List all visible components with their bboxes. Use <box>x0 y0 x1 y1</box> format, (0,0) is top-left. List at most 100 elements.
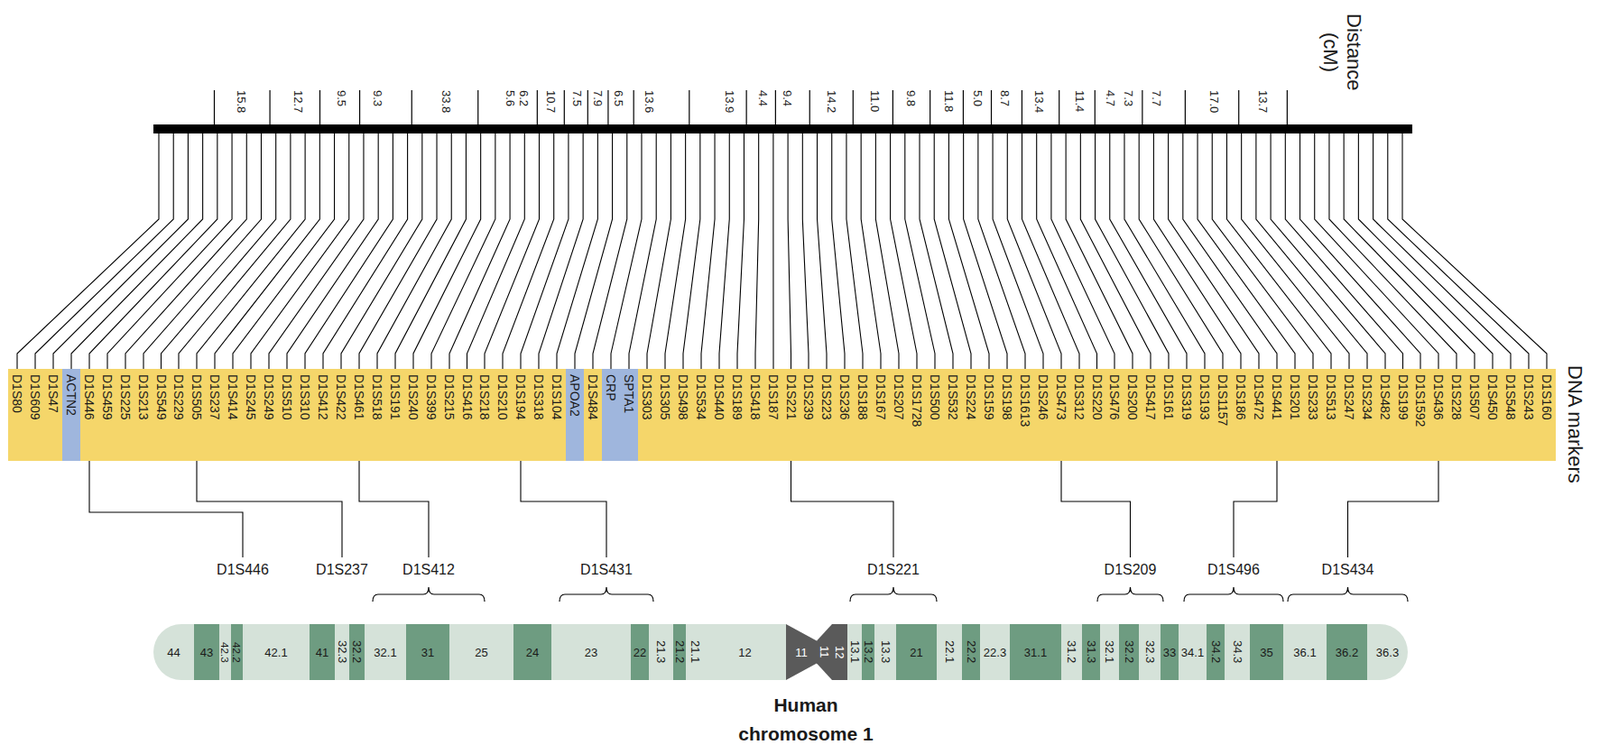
marker-name: D1S198 <box>1000 374 1014 421</box>
chromosome-band: 34.1 <box>1178 624 1207 681</box>
dna-marker: D1S80 <box>8 369 27 462</box>
band-number: 42.1 <box>264 647 287 659</box>
dna-marker: D1S461 <box>350 369 369 462</box>
marker-name: D1S200 <box>1126 374 1139 421</box>
map-leader-line <box>1183 133 1277 370</box>
dna-marker: D1S246 <box>1034 369 1053 462</box>
map-leader-line <box>377 133 452 370</box>
map-leader-line <box>1124 133 1205 370</box>
band-number: 11 <box>818 646 831 659</box>
marker-name: D1S505 <box>190 374 204 421</box>
region-bracket <box>1183 587 1284 602</box>
marker-name: D1S229 <box>172 374 185 421</box>
dna-marker: D1S193 <box>1195 369 1214 462</box>
interval-tick <box>213 90 215 125</box>
distance-value: 5.6 <box>504 90 517 107</box>
dna-marker: D1S245 <box>241 369 260 462</box>
chromosome-band: 35 <box>1249 624 1284 681</box>
dna-marker: ACTN2 <box>62 369 81 462</box>
distance-value: 13.6 <box>643 90 656 113</box>
chromosome-band: 23 <box>551 624 631 681</box>
marker-name: D1S224 <box>964 374 978 421</box>
marker-name: D1S548 <box>1504 374 1517 421</box>
distance-value: 11.8 <box>943 90 955 112</box>
dna-marker: D1S418 <box>746 369 765 462</box>
marker-name: D1S247 <box>1342 374 1356 421</box>
marker-name: D1S239 <box>802 374 815 421</box>
map-leader-line <box>1256 133 1368 370</box>
band-number: 21.3 <box>655 640 667 664</box>
distance-value: 33.8 <box>440 90 453 113</box>
map-leader-line <box>919 133 953 370</box>
marker-name: D1S47 <box>46 374 60 414</box>
distance-value: 7.7 <box>1150 90 1163 107</box>
dna-marker: D1S199 <box>1394 369 1412 462</box>
interval-tick <box>1058 90 1060 125</box>
dna-marker: D1S104 <box>547 369 566 462</box>
marker-name: D1S318 <box>532 374 546 421</box>
dna-marker: D1S450 <box>1483 369 1502 462</box>
map-leader-line <box>934 133 972 370</box>
dna-marker: D1S312 <box>1070 369 1089 462</box>
distance-value: 9.5 <box>335 90 348 107</box>
map-leader-line <box>665 133 686 370</box>
dna-marker: D1S532 <box>943 369 962 462</box>
chromosome-band: 13.2 <box>861 624 875 681</box>
chromosome-band: 22.2 <box>961 624 981 681</box>
band-number: 12 <box>738 647 751 659</box>
distance-value: 11.0 <box>869 90 881 112</box>
dna-marker: D1S399 <box>422 369 441 462</box>
band-leader-line <box>196 461 343 558</box>
chromosome-band: 21.1 <box>685 624 704 681</box>
chromosome-band: 13.1 <box>847 624 862 681</box>
map-leader-line <box>1358 133 1493 370</box>
dna-marker: D1S534 <box>692 369 711 462</box>
dna-marker: D1S609 <box>26 369 45 462</box>
interval-tick <box>1094 90 1096 125</box>
map-leader-line <box>431 133 496 370</box>
marker-name: D1S473 <box>1054 374 1068 421</box>
distance-value: 9.3 <box>371 90 384 107</box>
dna-marker: D1S417 <box>1141 369 1160 462</box>
distance-value: 10.7 <box>545 90 557 113</box>
marker-name: D1S186 <box>1234 374 1248 421</box>
chromosome-band: 21 <box>896 624 937 681</box>
map-leader-line <box>178 133 291 370</box>
chromosome-band: 13.3 <box>874 624 897 681</box>
map-leader-line <box>574 133 613 370</box>
marker-name: D1S233 <box>1306 374 1320 421</box>
marker-name: D1S201 <box>1288 374 1302 421</box>
dna-marker: D1S221 <box>782 369 800 462</box>
map-leader-line <box>890 133 917 370</box>
band-number: 44 <box>166 647 180 659</box>
dna-marker: D1S191 <box>386 369 405 462</box>
dna-marker: D1S213 <box>134 369 153 462</box>
dna-marker: D1S249 <box>259 369 278 462</box>
dna-marker: D1S422 <box>332 369 351 462</box>
band-leader-line <box>1061 461 1131 558</box>
marker-name: D1S513 <box>1324 374 1338 421</box>
marker-name: D1S240 <box>406 374 420 421</box>
map-leader-line <box>1095 133 1169 370</box>
dna-marker: D1S47 <box>44 369 63 462</box>
band-number: 22.1 <box>943 640 956 664</box>
map-leader-line <box>323 133 408 370</box>
dna-marker: D1S482 <box>1376 369 1395 462</box>
band-number: 36.3 <box>1376 647 1399 659</box>
interval-tick <box>929 90 931 125</box>
dna-marker: CRP <box>601 369 620 462</box>
dna-marker: D1S412 <box>314 369 333 462</box>
dna-marker: D1S472 <box>1249 369 1268 462</box>
map-leader-line <box>1051 133 1115 370</box>
interval-tick <box>809 90 811 125</box>
map-leader-line <box>683 133 701 370</box>
band-number: 22 <box>633 647 647 659</box>
band-number: 36.1 <box>1293 647 1316 659</box>
band-leader-line <box>1348 461 1440 558</box>
marker-name: D1S414 <box>226 374 240 421</box>
band-number: 34.2 <box>1210 640 1222 664</box>
marker-name: D1S213 <box>137 374 150 421</box>
band-number: 32.3 <box>1144 640 1157 664</box>
distance-value: 4.7 <box>1104 90 1117 107</box>
marker-name: D1S1157 <box>1216 374 1230 426</box>
